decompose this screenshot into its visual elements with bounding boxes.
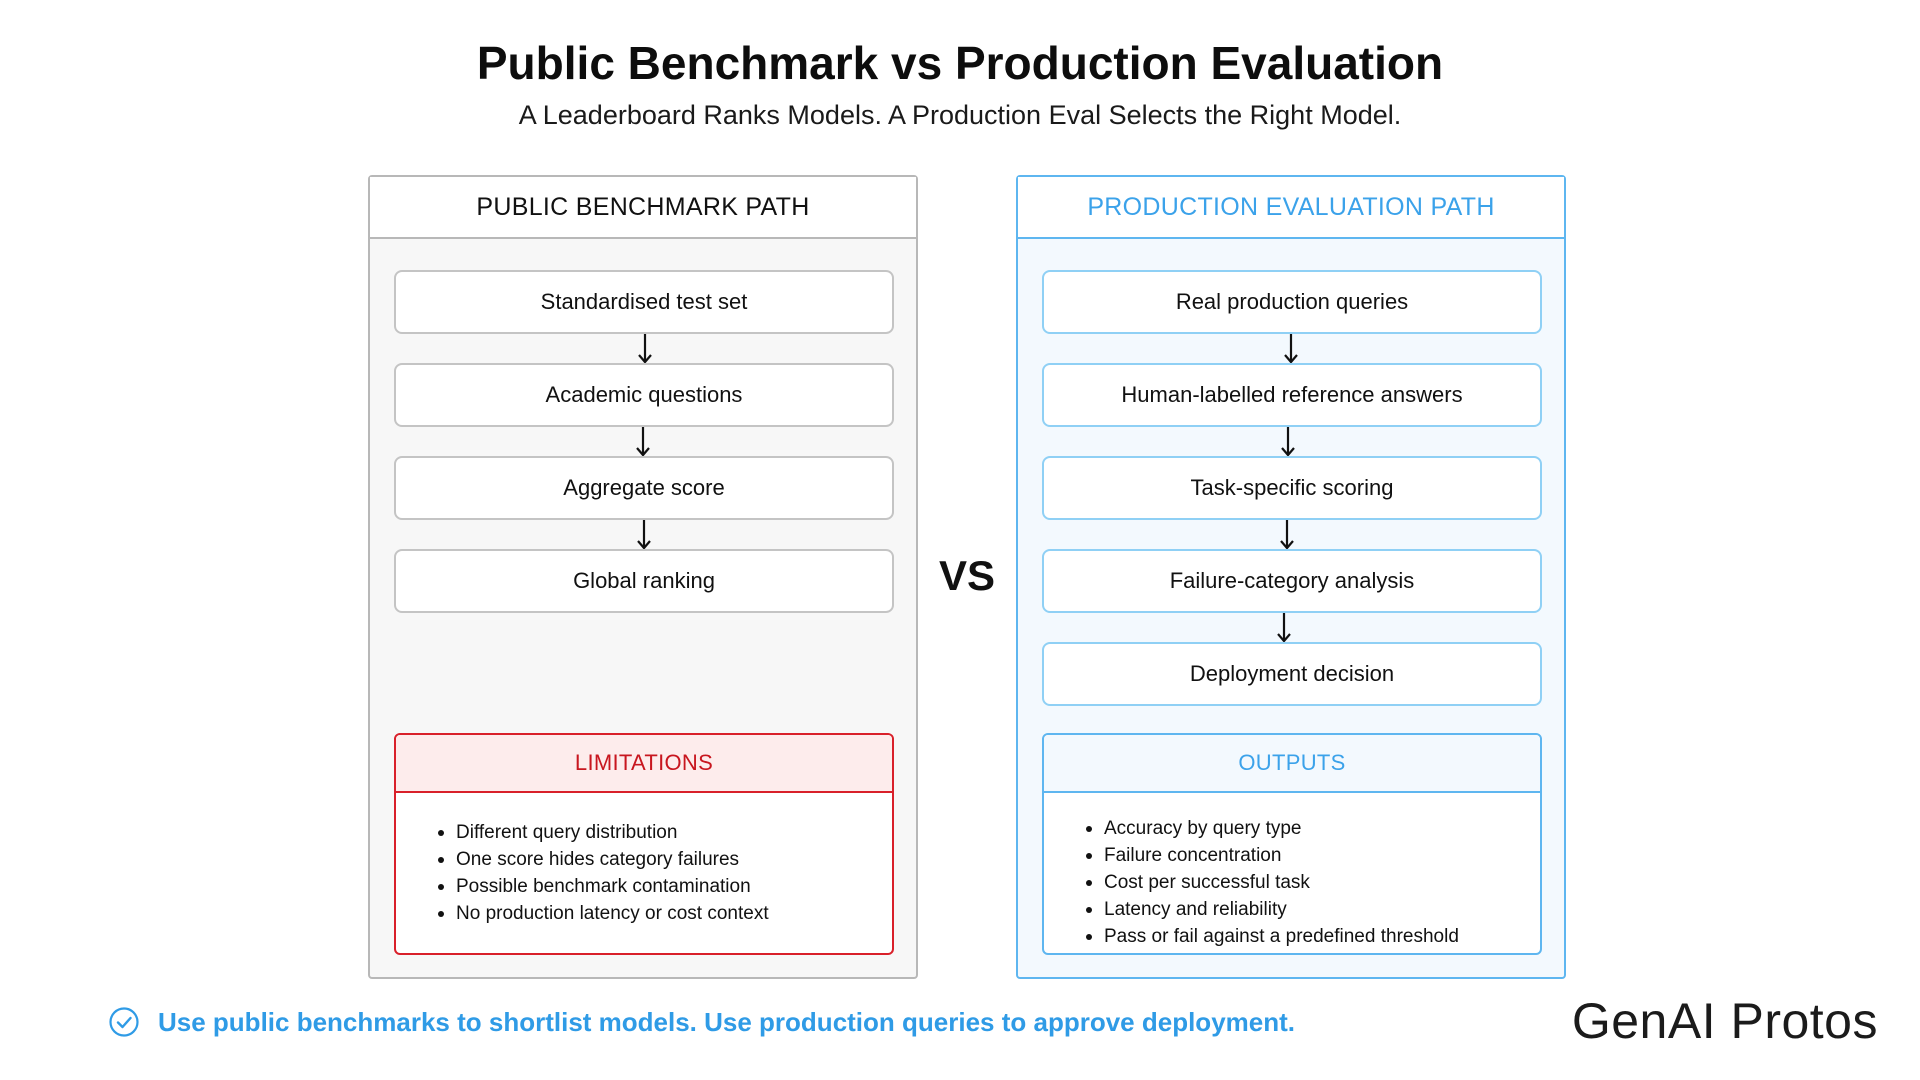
limitations-box: LIMITATIONS Different query distribution… [394,733,894,955]
public-benchmark-panel: PUBLIC BENCHMARK PATH Standardised test … [368,175,918,979]
limitations-title: LIMITATIONS [396,735,892,793]
vs-label: VS [938,552,996,599]
arrow-down-icon [637,520,651,550]
step-human-labelled-reference-answers: Human-labelled reference answers [1042,363,1542,427]
arrow-down-icon [1281,427,1295,457]
arrow-down-icon [1280,520,1294,550]
list-item: Pass or fail against a predefined thresh… [1086,923,1540,950]
list-item: Latency and reliability [1086,896,1540,923]
outputs-box: OUTPUTS Accuracy by query type Failure c… [1042,733,1542,955]
step-failure-category-analysis: Failure-category analysis [1042,549,1542,613]
footer-takeaway: Use public benchmarks to shortlist model… [108,1006,1295,1038]
check-circle-icon [109,1007,139,1037]
footer-text: Use public benchmarks to shortlist model… [158,1006,1295,1037]
list-item: One score hides category failures [438,846,892,873]
list-item: No production latency or cost context [438,900,892,927]
step-real-production-queries: Real production queries [1042,270,1542,334]
arrow-down-icon [636,427,650,457]
step-global-ranking: Global ranking [394,549,894,613]
arrow-down-icon [1284,334,1298,364]
outputs-list: Accuracy by query type Failure concentra… [1044,793,1540,950]
list-item: Possible benchmark contamination [438,873,892,900]
public-benchmark-header: PUBLIC BENCHMARK PATH [370,177,916,239]
list-item: Different query distribution [438,819,892,846]
production-evaluation-panel: PRODUCTION EVALUATION PATH Real producti… [1016,175,1566,979]
list-item: Cost per successful task [1086,869,1540,896]
step-academic-questions: Academic questions [394,363,894,427]
page-subtitle: A Leaderboard Ranks Models. A Production… [518,100,1402,130]
step-deployment-decision: Deployment decision [1042,642,1542,706]
step-standardised-test-set: Standardised test set [394,270,894,334]
arrow-down-icon [638,334,652,364]
outputs-title: OUTPUTS [1044,735,1540,793]
production-evaluation-header: PRODUCTION EVALUATION PATH [1018,177,1564,239]
step-task-specific-scoring: Task-specific scoring [1042,456,1542,520]
step-aggregate-score: Aggregate score [394,456,894,520]
list-item: Failure concentration [1086,842,1540,869]
limitations-list: Different query distribution One score h… [396,793,892,927]
list-item: Accuracy by query type [1086,815,1540,842]
brand-logo: GenAI Protos [1571,993,1878,1049]
page-title: Public Benchmark vs Production Evaluatio… [476,37,1444,89]
arrow-down-icon [1277,613,1291,643]
